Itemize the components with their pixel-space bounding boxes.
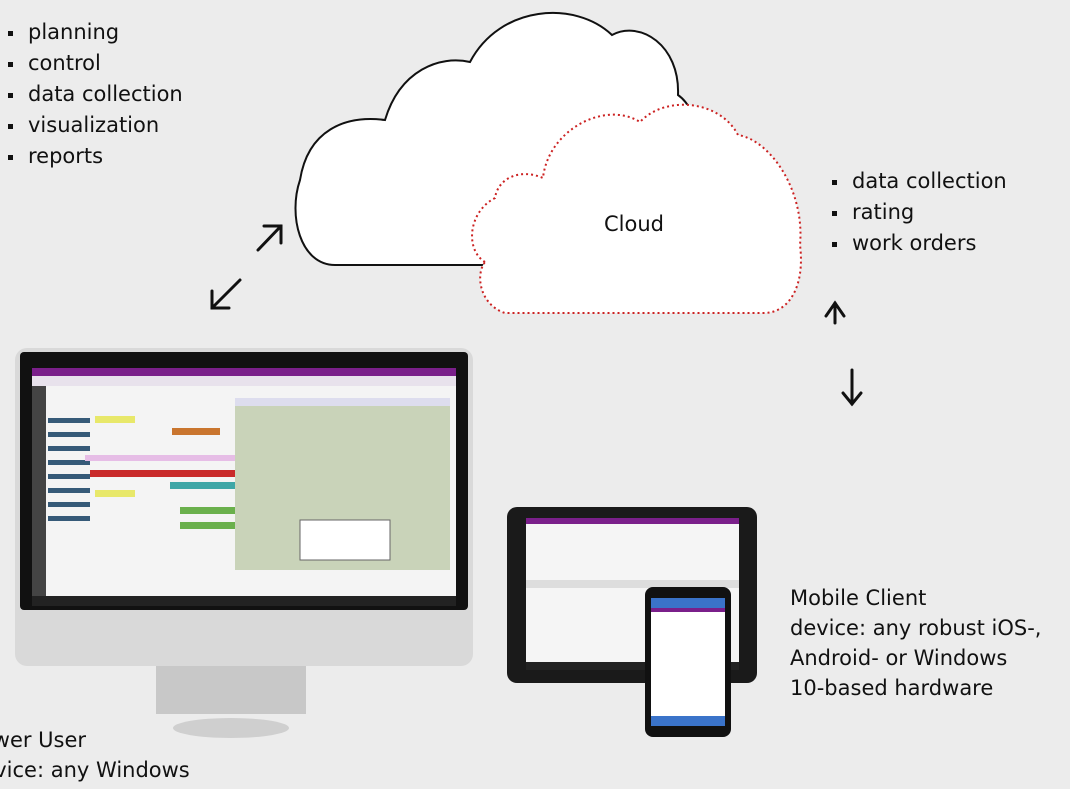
double-arrow-left-icon: [210, 224, 283, 310]
mobile-client-caption: Mobile Client device: any robust iOS-, A…: [790, 583, 1041, 703]
desktop-monitor-icon: [15, 348, 473, 738]
bullet-visualization: visualization: [6, 110, 183, 141]
double-arrow-right-icon: [824, 300, 863, 407]
caption-line: Android- or Windows: [790, 646, 1008, 670]
bullet-reports: reports: [6, 141, 183, 172]
bullet-data-collection: data collection: [6, 79, 183, 110]
caption-line: device: any robust iOS-,: [790, 616, 1042, 640]
bullet-planning: planning: [6, 17, 183, 48]
caption-line: Power User: [0, 728, 87, 752]
desktop-client-caption: Power User device: any Windows: [0, 725, 190, 785]
caption-line: device: any Windows: [0, 758, 190, 782]
bullet-rating: rating: [830, 197, 1007, 228]
left-bullet-list: planning control data collection visuali…: [6, 17, 183, 172]
phone-icon: [645, 587, 731, 737]
bullet-data-collection-cloud: data collection: [830, 166, 1007, 197]
caption-line: 10-based hardware: [790, 676, 994, 700]
dotted-cloud-icon: [471, 103, 802, 314]
caption-line: Mobile Client: [790, 586, 927, 610]
bullet-control: control: [6, 48, 183, 79]
bullet-work-orders: work orders: [830, 228, 1007, 259]
right-bullet-list: data collection rating work orders: [830, 166, 1007, 259]
cloud-label: Cloud: [604, 212, 664, 236]
